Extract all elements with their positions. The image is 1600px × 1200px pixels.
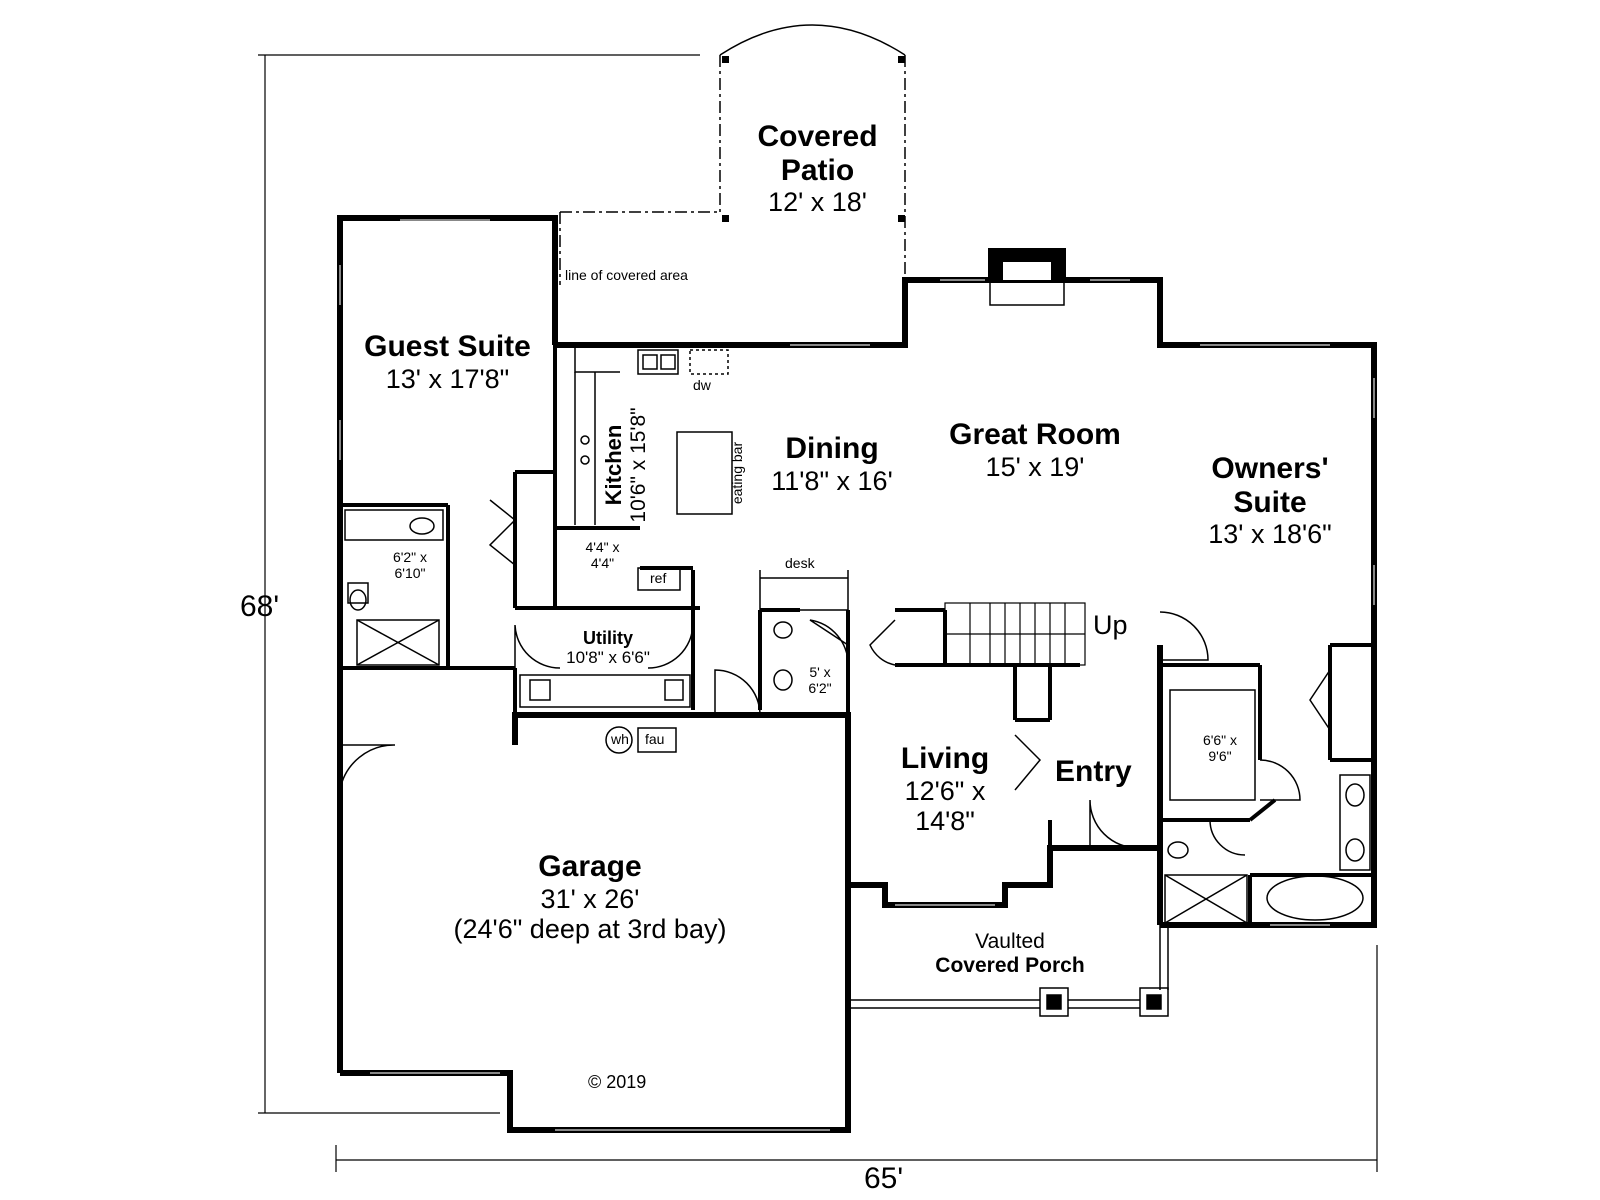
covered-patio-name1: Covered (757, 120, 878, 153)
owners-closet-label: 6'6" x 9'6" (1190, 732, 1250, 764)
porch-label: Vaulted Covered Porch (905, 930, 1115, 977)
stairs-up-label: Up (1093, 610, 1128, 640)
kitchen-label: Kitchen 10'6" x 15'8" (601, 390, 668, 540)
guest-suite-size: 13' x 17'8" (385, 363, 510, 394)
guest-suite-name: Guest Suite (364, 330, 531, 363)
covered-patio-label: Covered Patio 12' x 18' (735, 120, 900, 217)
guest-bath-line2: 6'10" (394, 564, 426, 581)
living-line2: 14'8" (915, 805, 975, 836)
patio-arch (719, 24, 906, 56)
copyright: © 2019 (588, 1072, 647, 1092)
porch-line2: Covered Porch (935, 953, 1085, 977)
powder-fixtures (773, 621, 793, 691)
dining-label: Dining 11'8" x 16' (752, 432, 912, 496)
guest-bath-fixtures (344, 509, 444, 666)
kitchen-size: 10'6" x 15'8" (626, 407, 650, 523)
porch-line1: Vaulted (975, 930, 1045, 953)
garage-label: Garage 31' x 26' (24'6" deep at 3rd bay) (420, 850, 760, 944)
great-room-name: Great Room (949, 418, 1121, 451)
desk (759, 570, 849, 611)
great-room-size: 15' x 19' (985, 451, 1085, 482)
powder-line2: 6'2" (808, 679, 832, 696)
windows (339, 219, 1375, 1131)
powder-line1: 5' x (809, 664, 831, 680)
covered-patio-name2: Patio (780, 153, 855, 187)
owners-closet-line1: 6'6" x (1202, 732, 1238, 748)
covered-area-note: line of covered area (565, 267, 688, 283)
living-name: Living (900, 742, 990, 775)
depth-dimension: 68' (240, 590, 280, 623)
living-line1: 12'6" x (904, 775, 986, 806)
great-room-label: Great Room 15' x 19' (935, 418, 1135, 482)
owners-suite-label: Owners' Suite 13' x 18'6" (1190, 452, 1350, 549)
width-dimension: 65' (864, 1162, 904, 1195)
garage-size: 31' x 26' (540, 883, 640, 914)
covered-patio-outline (559, 55, 906, 285)
stairs (944, 602, 1086, 666)
dining-size: 11'8" x 16' (771, 465, 893, 496)
dw-label: dw (693, 377, 711, 393)
kitchen-counters (574, 345, 733, 591)
guest-bath-line1: 6'2" x (392, 549, 428, 565)
owners-suite-name2: Suite (1233, 485, 1307, 519)
utility-name: Utility (582, 628, 633, 648)
porch (848, 925, 1169, 1017)
wh-label: wh (611, 731, 629, 747)
utility-fixtures (519, 674, 691, 708)
desk-label: desk (785, 555, 815, 571)
owners-suite-name1: Owners' (1211, 452, 1329, 485)
fau-label: fau (645, 731, 665, 747)
dining-name: Dining (785, 432, 879, 465)
utility-label: Utility 10'8" x 6'6" (548, 628, 668, 667)
pantry-line2: 4'4" (590, 554, 615, 571)
patio-posts (722, 56, 905, 222)
eating-bar-label: eating bar (729, 441, 745, 505)
pantry-line1: 4'4" x (585, 539, 620, 555)
living-label: Living 12'6" x 14'8" (880, 742, 1010, 836)
kitchen-name: Kitchen (601, 424, 626, 506)
door-swings (339, 499, 1331, 856)
pantry-label: 4'4" x 4'4" (575, 539, 630, 571)
owners-closet-line2: 9'6" (1208, 747, 1232, 764)
mechanical (605, 726, 677, 754)
guest-suite-label: Guest Suite 13' x 17'8" (355, 330, 540, 394)
ref-label: ref (650, 570, 667, 586)
utility-size: 10'8" x 6'6" (566, 648, 650, 668)
entry-name: Entry (1055, 755, 1132, 788)
garage-name: Garage (538, 850, 642, 883)
dimension-lines (258, 54, 1378, 1172)
guest-bath-label: 6'2" x 6'10" (380, 549, 440, 581)
covered-patio-size: 12' x 18' (768, 187, 867, 218)
owners-suite-size: 13' x 18'6" (1208, 519, 1332, 550)
powder-label: 5' x 6'2" (800, 664, 840, 696)
owners-bath-fixtures (1164, 689, 1371, 924)
fireplace (988, 248, 1066, 306)
garage-note: (24'6" deep at 3rd bay) (453, 913, 727, 944)
